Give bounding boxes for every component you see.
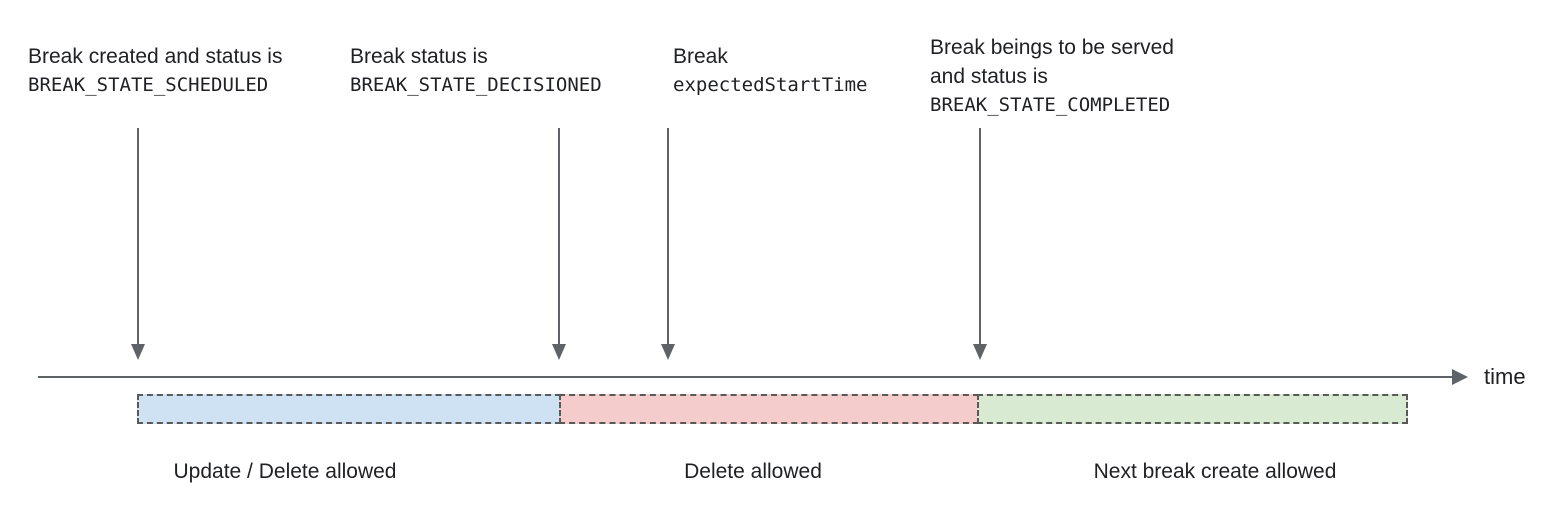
arrow-head [973,344,987,360]
arrow-head [131,344,145,360]
annotation-scheduled-code: BREAK_STATE_SCHEDULED [28,74,269,96]
arrow-head [552,344,566,360]
segment-delete-allowed [559,394,979,424]
down-arrow-icon-decisioned [552,128,566,360]
segment-label-delete: Delete allowed [684,460,822,483]
arrow-shaft [137,128,139,346]
segment-update-delete-allowed [137,394,561,424]
down-arrow-icon-scheduled [131,128,145,360]
arrow-head [661,344,675,360]
segment-label-next-break-create: Next break create allowed [1093,460,1337,483]
annotation-expected-start: Break expectedStartTime [673,42,867,100]
annotation-scheduled-text: Break created and status is [28,45,283,68]
annotation-scheduled: Break created and status is BREAK_STATE_… [28,42,282,100]
segment-label-update-delete: Update / Delete allowed [173,460,397,483]
arrow-shaft [979,128,981,346]
time-axis-line [38,376,1452,378]
annotation-decisioned: Break status is BREAK_STATE_DECISIONED [350,42,602,100]
arrow-shaft [558,128,560,346]
annotation-completed: Break beings to be served and status is … [930,33,1174,120]
annotation-expected-start-text: Break [673,45,728,68]
annotation-decisioned-text: Break status is [350,45,488,68]
time-axis-arrowhead-icon [1452,369,1468,385]
arrow-shaft [667,128,669,346]
annotation-decisioned-code: BREAK_STATE_DECISIONED [350,74,602,96]
annotation-expected-start-code: expectedStartTime [673,74,868,96]
annotation-completed-code: BREAK_STATE_COMPLETED [930,94,1171,116]
down-arrow-icon-completed [973,128,987,360]
annotation-completed-text-1: Break beings to be served [930,36,1174,59]
down-arrow-icon-expected-start [661,128,675,360]
annotation-completed-text-2: and status is [930,65,1048,88]
segment-next-break-create-allowed [977,394,1408,424]
time-axis-label: time [1484,364,1526,389]
